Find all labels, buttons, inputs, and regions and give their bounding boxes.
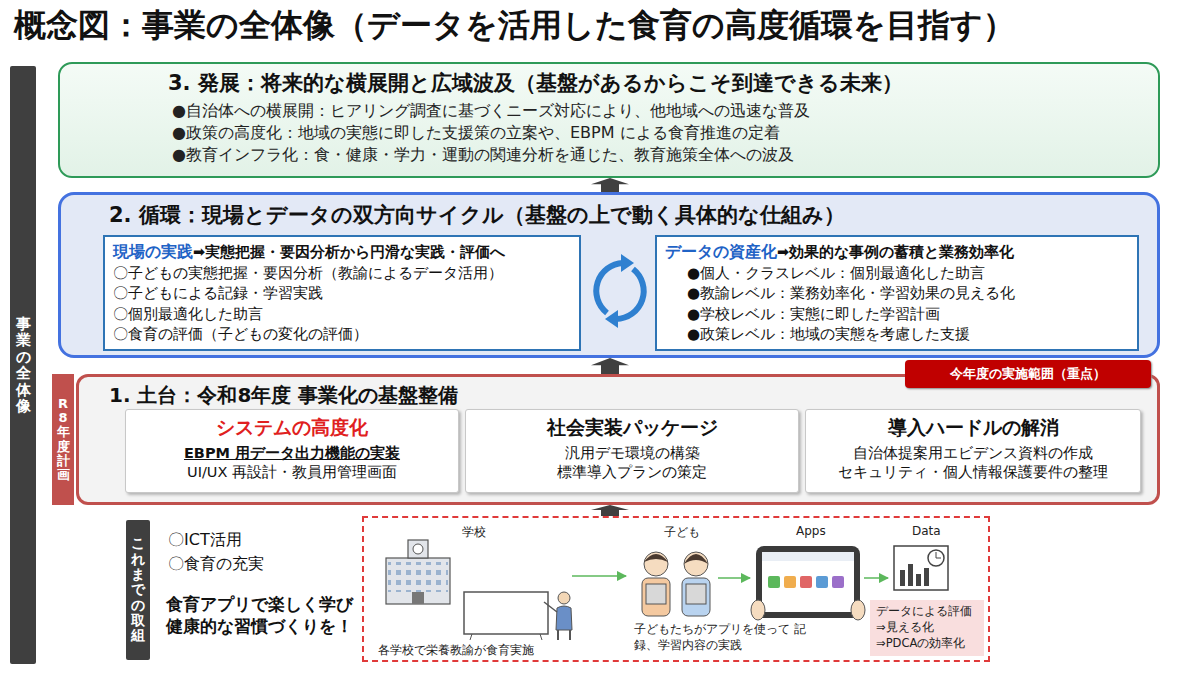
figure-label: Apps [796, 524, 826, 538]
cycle-arrow [596, 254, 634, 313]
process-box: データの資産化➡効果的な事例の蓄積と業務効率化 ●個人・クラスレベル：個別最適化し… [655, 235, 1139, 351]
list-item: ●教諭レベル：業務効率化・学習効果の見える化 [665, 283, 1129, 303]
card-item: 標準導入プランの策定 [470, 463, 794, 482]
box-heading: 現場の実践 [113, 242, 193, 261]
note-text: 〇ICT活用 [168, 530, 242, 551]
band-label: 事業の全体像 [16, 316, 31, 415]
list-item: ●政策レベル：地域の実態を考慮した支援 [665, 324, 1129, 344]
panel-heading: 2. 循環：現場とデータの双方向サイクル（基盤の上で動く具体的な仕組み） [109, 201, 1157, 229]
children-figure [642, 552, 710, 616]
side-band: 事業の全体像 [10, 66, 36, 664]
card-item: EBPM 用データ出力機能の実装 [130, 444, 454, 463]
task-card: システムの高度化 EBPM 用データ出力機能の実装UI/UX 再設計・教員用管理画… [125, 409, 459, 493]
flow-arrow [718, 577, 750, 579]
list-item: ●個人・クラスレベル：個別最適化した助言 [665, 263, 1129, 283]
result-box: データによる評価⇒見える化⇒PDCAの効率化 [870, 600, 984, 656]
card-item: 自治体提案用エビデンス資料の作成 [810, 444, 1136, 463]
figure-label: 学校 [462, 524, 486, 541]
card-item: 汎用デモ環境の構築 [470, 444, 794, 463]
box-heading: データの資産化 [665, 242, 777, 261]
list-item: 〇子どもによる記録・学習実践 [113, 283, 571, 303]
task-card: 社会実装パッケージ汎用デモ環境の構築標準導入プランの策定 [465, 409, 799, 493]
flow-arrow [572, 575, 626, 577]
list-item: 〇個別最適化した助言 [113, 304, 571, 324]
stage-panel: 2. 循環：現場とデータの双方向サイクル（基盤の上で動く具体的な仕組み） 現場の実… [58, 192, 1160, 358]
bullet-item: ●政策の高度化：地域の実態に即した支援策の立案や、EBPM による食育推進の定着 [172, 122, 1138, 144]
data-chart-icon [894, 546, 948, 590]
result-line: データによる評価 [876, 603, 978, 619]
stage-panel: 3. 発展：将来的な横展開と広域波及（基盤があるからこそ到達できる未来） ●自治体… [58, 62, 1160, 178]
figure-label: 子ども [664, 524, 700, 541]
card-heading: 導入ハードルの解消 [810, 415, 1136, 441]
band-label: R8年度計画 [57, 397, 70, 483]
figure-caption: 子どもたちがアプリを使って 記録、学習内容の実践 [634, 622, 806, 653]
list-item: ●学校レベル：実態に即した学習計画 [665, 304, 1129, 324]
card-heading: 社会実装パッケージ [470, 415, 794, 441]
cycle-arrow [605, 269, 644, 328]
result-line: ⇒見える化 [876, 619, 978, 635]
school-building [386, 540, 450, 604]
card-heading: システムの高度化 [130, 415, 454, 441]
stage-panel: 1. 土台：令和8年度 事業化の基盤整備今年度の実施範囲（重点）システムの高度化… [76, 374, 1160, 505]
figure-caption: 各学校で栄養教諭が食育実施 [378, 642, 534, 659]
box-subheading: ➡実態把握・要因分析から円滑な実践・評価へ [193, 244, 505, 260]
list-item: 〇食育の評価（子どもの変化の評価） [113, 324, 571, 344]
side-band: R8年度計画 [52, 374, 74, 505]
list-item: 〇子どもの実態把握・要因分析（教諭によるデータ活用） [113, 263, 571, 283]
block-arrow [591, 358, 629, 374]
bullet-item: ●自治体への横展開：ヒアリング調査に基づくニーズ対応により、他地域への迅速な普及 [172, 100, 1138, 122]
band-label: これまでの取組 [131, 536, 145, 644]
card-item: セキュリティ・個人情報保護要件の整理 [810, 463, 1136, 482]
block-arrow [591, 178, 629, 192]
panel-heading: 3. 発展：将来的な横展開と広域波及（基盤があるからこそ到達できる未来） [168, 69, 1138, 97]
scope-tab: 今年度の実施範囲（重点） [905, 360, 1151, 388]
task-card: 導入ハードルの解消自治体提案用エビデンス資料の作成セキュリティ・個人情報保護要件… [805, 409, 1141, 493]
bullet-item: ●教育インフラ化：食・健康・学力・運動の関連分析を通じた、教育施策全体への波及 [172, 144, 1138, 166]
flow-arrow [864, 577, 888, 579]
tablet-app [751, 546, 865, 620]
tab-label: 今年度の実施範囲（重点） [950, 365, 1106, 383]
note-text: 食育アプリで楽しく学び 健康的な習慣づくりを！ [166, 594, 362, 639]
note-text: 〇食育の充実 [168, 554, 264, 575]
result-line: ⇒PDCAの効率化 [876, 635, 978, 651]
cycle-arrows [585, 245, 653, 335]
process-box: 現場の実践➡実態把握・要因分析から円滑な実践・評価へ〇子どもの実態把握・要因分析… [103, 235, 581, 351]
box-subheading: ➡効果的な事例の蓄積と業務効率化 [777, 244, 1014, 260]
block-arrow [591, 505, 629, 516]
diagram-title: 概念図：事業の全体像（データを活用した食育の高度循環を目指す） [14, 4, 1015, 48]
figure-label: Data [912, 524, 941, 538]
teacher-figure [544, 592, 572, 640]
whiteboard [464, 592, 548, 640]
card-item: UI/UX 再設計・教員用管理画面 [130, 463, 454, 482]
side-band: これまでの取組 [126, 520, 150, 660]
illustration-frame: 学校 子ども Apps Data 各学校で栄養教諭が食育実施 子どもたちがアプリを使って … [362, 516, 990, 662]
